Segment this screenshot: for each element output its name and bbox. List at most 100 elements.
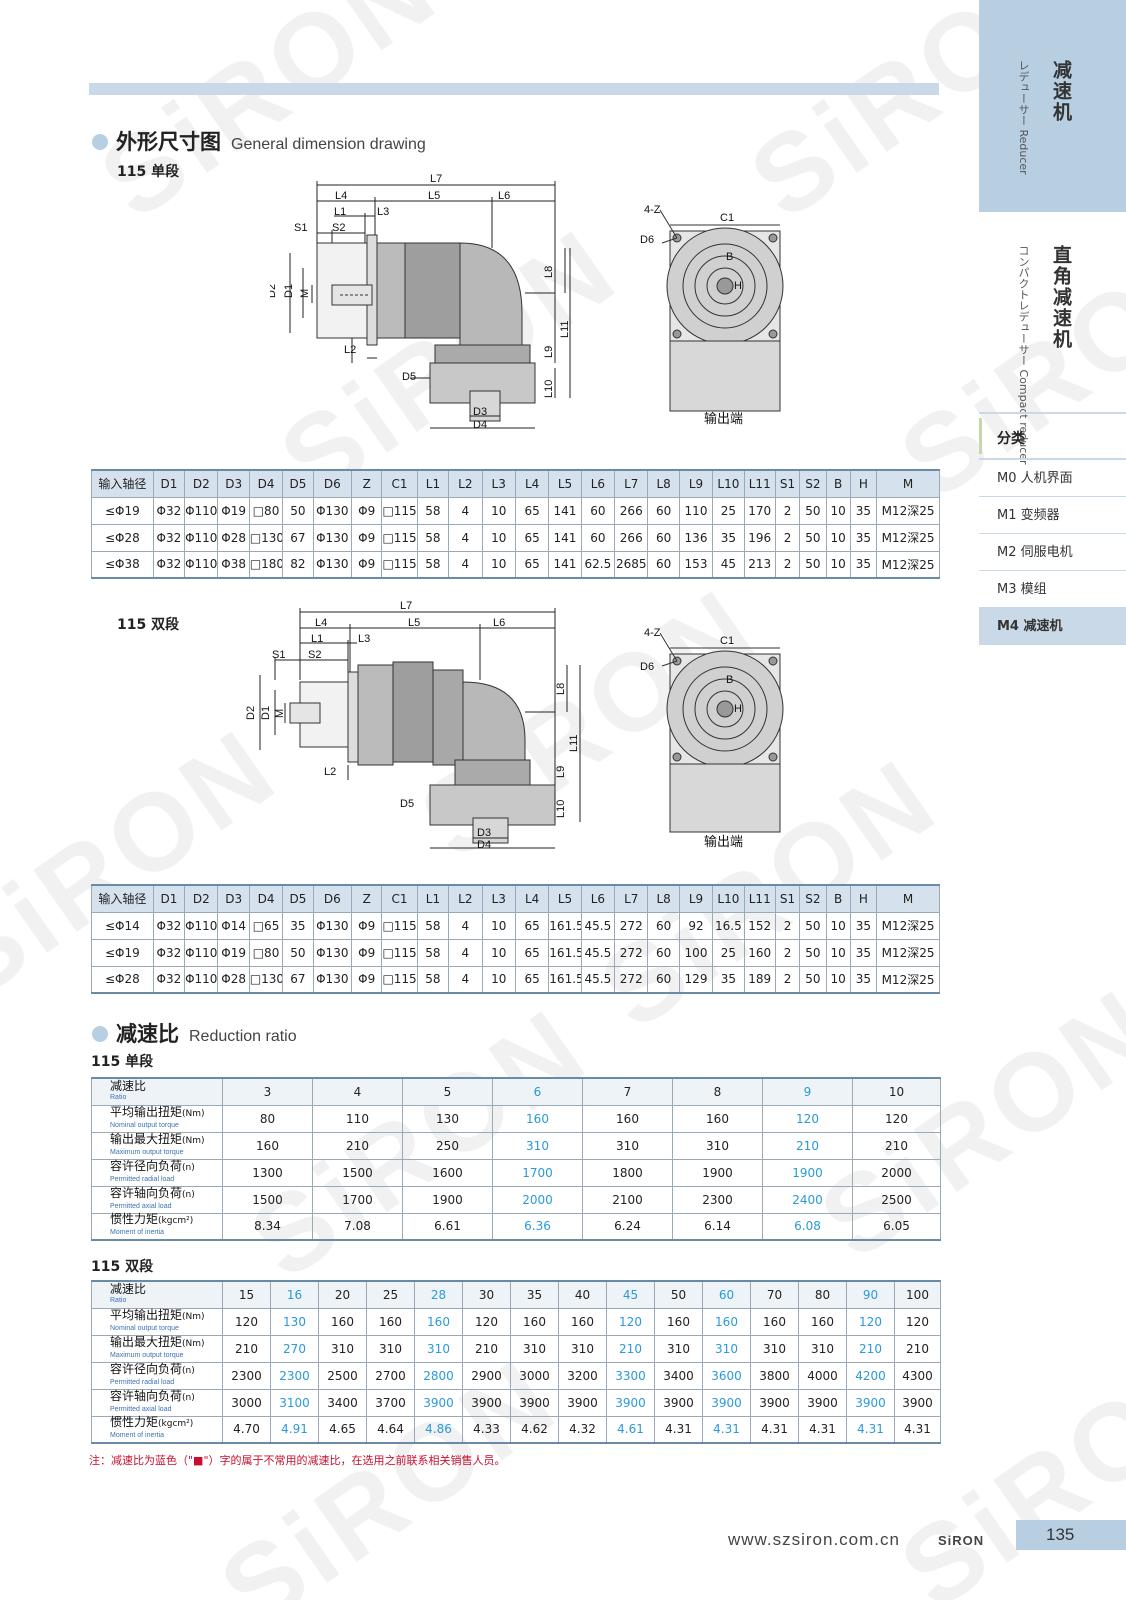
- row-label-en: Moment of inertia: [110, 1229, 165, 1237]
- row-label-en: Ratio: [110, 1296, 127, 1304]
- table-cell: Φ32: [152, 965, 186, 994]
- table-cell: □115: [381, 496, 418, 525]
- dim-L7: L7: [400, 600, 412, 612]
- table-cell: 2685: [614, 550, 649, 579]
- table-cell: 120: [852, 1105, 941, 1133]
- table-cell: 58: [416, 496, 450, 525]
- table-cell: 160: [582, 1105, 673, 1133]
- row-label: 容许径向负荷(n)Permitted radial load: [91, 1362, 223, 1390]
- table-cell: 35: [849, 965, 878, 994]
- table-cell: 120: [846, 1308, 895, 1336]
- table-cell: 58: [416, 911, 450, 940]
- table-cell: 50: [282, 496, 314, 525]
- table-cell: Φ19: [217, 938, 250, 967]
- sidebar-item-reducer[interactable]: M4 减速机: [979, 608, 1126, 645]
- sidebar-item-servo-motor[interactable]: M2 伺服电机: [979, 534, 1126, 571]
- table-cell: 65: [514, 911, 550, 940]
- dim-L4: L4: [315, 617, 327, 629]
- row-label-unit: (kgcm²): [158, 1419, 194, 1430]
- row-label-unit: (Nm): [182, 1338, 205, 1349]
- header-cell: L4: [514, 884, 550, 913]
- footer-logo: SiRON: [938, 1533, 985, 1548]
- table-cell: 210: [894, 1335, 941, 1363]
- dim-L5: L5: [428, 190, 440, 202]
- sidebar-item-hmi[interactable]: M0 人机界面: [979, 460, 1126, 497]
- row-label: 惯性力矩(kgcm²)Moment of inertia: [91, 1416, 223, 1444]
- table-cell: 6.36: [492, 1213, 583, 1241]
- table-cell: 4.31: [654, 1416, 703, 1444]
- footer-website[interactable]: www.szsiron.com.cn: [728, 1530, 900, 1549]
- table-cell: 1700: [312, 1186, 403, 1214]
- table-cell: 2300: [270, 1362, 319, 1390]
- table-cell: 160: [510, 1308, 559, 1336]
- table-cell: 250: [402, 1132, 493, 1160]
- header-cell: S2: [799, 469, 827, 498]
- table-cell: 272: [614, 938, 649, 967]
- table-cell: 50: [282, 938, 314, 967]
- row-label-en: Permitted axial load: [110, 1405, 172, 1413]
- dim-D1: D1: [260, 706, 272, 720]
- sidebar-item-inverter[interactable]: M1 变频器: [979, 497, 1126, 534]
- table-cell: 152: [743, 911, 776, 940]
- header-cell: B: [825, 884, 851, 913]
- table-cell: 141: [548, 496, 582, 525]
- sidebar-subtitle-compact: コンパクトレデューサー Compact reducer: [1017, 245, 1030, 465]
- table-cell: 270: [270, 1335, 319, 1363]
- table-cell: 3000: [510, 1362, 559, 1390]
- dim-L2: L2: [344, 344, 356, 356]
- table-cell: 3900: [414, 1389, 463, 1417]
- dim-D3: D3: [473, 406, 487, 418]
- dim-S1: S1: [272, 649, 285, 661]
- header-cell: D1: [152, 884, 186, 913]
- header-cell: M: [876, 469, 940, 498]
- table-cell: 210: [462, 1335, 511, 1363]
- header-cell: L11: [743, 884, 776, 913]
- table-cell: ≤Φ19: [91, 496, 154, 525]
- dim-4Z: 4-Z: [644, 628, 661, 639]
- table-cell: M12深25: [876, 550, 940, 579]
- header-cell: S2: [799, 884, 827, 913]
- table-cell: Φ9: [351, 911, 383, 940]
- table-cell: 58: [416, 938, 450, 967]
- single-stage-front-svg: 4-Z C1 D6 B H 输出端: [640, 205, 784, 426]
- table-cell: Φ14: [217, 911, 250, 940]
- table-cell: 50: [799, 496, 827, 525]
- single-stage-label: 115 单段: [117, 164, 180, 180]
- table-cell: 35: [849, 911, 878, 940]
- header-cell: D5: [282, 469, 314, 498]
- table-cell: 3900: [702, 1389, 751, 1417]
- sidebar-item-module[interactable]: M3 模组: [979, 571, 1126, 608]
- header-cell: S1: [774, 884, 801, 913]
- header-cell: 输入轴径: [91, 469, 154, 498]
- table-cell: 3900: [510, 1389, 559, 1417]
- table-cell: 4.31: [846, 1416, 895, 1444]
- table-cell: 160: [750, 1308, 799, 1336]
- table-cell: 141: [548, 550, 582, 579]
- header-cell: L6: [580, 884, 616, 913]
- dim-L4: L4: [335, 190, 347, 202]
- table-cell: □115: [381, 911, 418, 940]
- header-cell: D3: [217, 469, 250, 498]
- table-cell: Φ9: [351, 496, 383, 525]
- table-cell: ≤Φ28: [91, 965, 154, 994]
- table-cell: Φ38: [217, 550, 250, 579]
- table-cell: 4300: [894, 1362, 941, 1390]
- table-cell: ≤Φ38: [91, 550, 154, 579]
- dim-D6: D6: [640, 661, 654, 673]
- table-cell: 58: [416, 965, 450, 994]
- sidebar-title-reducer: 减速机: [1050, 60, 1072, 123]
- dim-L1: L1: [334, 206, 346, 218]
- row-label-cn: 平均输出扭矩: [110, 1104, 183, 1119]
- table-cell: 4.61: [606, 1416, 655, 1444]
- table-cell: 35: [849, 550, 878, 579]
- ratio-value: 35: [510, 1281, 559, 1309]
- table-cell: 65: [514, 523, 550, 552]
- table-cell: 3900: [894, 1389, 941, 1417]
- header-cell: D6: [312, 469, 353, 498]
- header-cell: D2: [184, 884, 219, 913]
